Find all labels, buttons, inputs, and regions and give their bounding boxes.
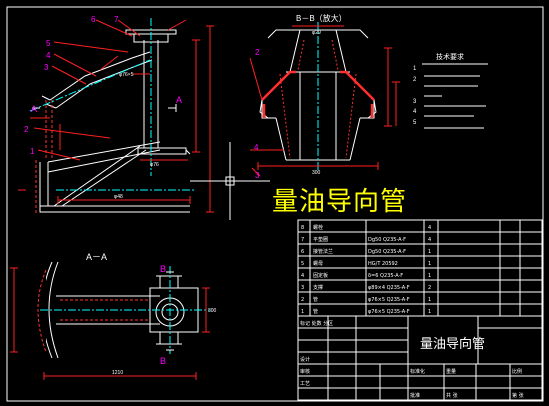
pipe-upper-edge (49, 51, 151, 101)
tech-req-item-5: 5 (413, 120, 417, 126)
tb-label-row-2: 设计 (300, 356, 310, 363)
bom-cell-name: 固定板 (313, 272, 328, 279)
section-callout-4: 4 (254, 143, 259, 152)
dim-section-top: φ29 (312, 30, 321, 36)
weld-left (261, 70, 296, 101)
tech-req-item-2: 2 (413, 77, 417, 83)
tb-cell-total: 共 张 (446, 392, 458, 399)
section-callout-3: 3 (255, 171, 260, 180)
cut-mark-b-bottom: B (160, 356, 166, 366)
dim-front-length: φ48 (114, 194, 123, 200)
bom-cell-no: 8 (301, 225, 304, 231)
section-aa-view (10, 261, 210, 380)
dim-front-top: φ76 (150, 162, 159, 168)
tb-cell-sheet: 第 张 (512, 392, 524, 399)
bom-row: 4 固定板 δ=6 Q235-A·F 1 (298, 267, 542, 279)
bom-cell-name: 支撑 (313, 284, 323, 291)
bom-cell-name: 接管法兰 (313, 248, 333, 255)
dim-section-bottom: 300 (312, 170, 321, 176)
section-bb-view (249, 22, 400, 177)
callout-2: 2 (24, 125, 29, 134)
drawing-frame (6, 6, 544, 402)
crosshair-cursor-icon (190, 142, 270, 220)
tb-label-row-4: 工艺 (300, 381, 310, 387)
bom-cell-spec: Dg50 Q235-A·F (368, 249, 406, 255)
bom-row: 8 螺栓 4 (301, 224, 431, 231)
bom-row: 6 接管法兰 Dg50 Q235-A·F 1 (298, 243, 542, 255)
bom-cell-spec: φ76×5 Q235-A·F (368, 297, 410, 303)
tb-cell-weight: 重量 (446, 368, 456, 375)
bom-row: 7 平垫圈 Dg50 Q235-A·F 4 (298, 231, 542, 243)
callout-1: 1 (30, 147, 35, 156)
tb-cell-scale: 比例 (512, 368, 522, 375)
bom-cell-name: 螺母 (313, 260, 323, 267)
tech-req-item-3: 3 (413, 99, 417, 105)
bom-cell-qty: 1 (428, 309, 431, 315)
bom-cell-qty: 1 (428, 249, 431, 255)
cut-mark-a-right: A (176, 95, 182, 105)
bom-cell-no: 6 (301, 249, 304, 255)
bom-cell-name: 管 (313, 296, 318, 303)
front-centerline-pipe (29, 59, 151, 112)
callout-5: 5 (46, 39, 51, 48)
bom-cell-qty: 1 (428, 261, 431, 267)
section-callout-2: 2 (255, 48, 260, 57)
bom-cell-name: 管 (313, 308, 318, 315)
callout-7: 7 (114, 15, 119, 24)
tb-cell-standard: 标准化 (410, 368, 425, 375)
bom-row: 5 螺母 HG/T 20592 1 (298, 255, 542, 267)
bom-cell-no: 2 (301, 297, 304, 303)
bom-cell-qty: 1 (428, 273, 431, 279)
weld-right (340, 70, 375, 101)
tb-cell-approve: 批准 (410, 392, 420, 399)
pipe-tag: φ76×5 (119, 72, 134, 78)
tech-req-item-4: 4 (413, 109, 417, 115)
bom-rows: 8 螺栓 4 7 平垫圈 Dg50 Q235-A·F 4 6 接管法兰 Dg50 Q235-A·F… (298, 224, 542, 315)
bom-cell-spec: φ89×4 Q235-A·F (368, 285, 410, 291)
bom-cell-qty: 2 (428, 285, 431, 291)
title-block-name: 量油导向管 (420, 336, 485, 352)
bom-cell-name: 平垫圈 (313, 236, 328, 243)
bom-cell-qty: 4 (428, 237, 431, 243)
bom-cell-spec: φ76×5 Q235-A·F (368, 309, 410, 315)
bom-cell-no: 5 (301, 261, 304, 267)
callout-6: 6 (91, 15, 96, 24)
tb-label-row-3: 审核 (300, 368, 310, 375)
bom-cell-spec: Dg50 Q235-A·F (368, 237, 406, 243)
bom-cell-qty: 1 (428, 297, 431, 303)
drawing-main-title: 量油导向管 (272, 187, 408, 217)
bom-row: 3 支撑 φ89×4 Q235-A·F 2 (298, 279, 542, 291)
bom-cell-name: 螺栓 (313, 224, 323, 231)
tech-req-heading: 技术要求 (436, 52, 464, 61)
bom-row: 2 管 φ76×5 Q235-A·F 1 (298, 291, 542, 303)
callout-4: 4 (46, 51, 51, 60)
technical-requirements (422, 63, 488, 129)
dim-aa-right: 300 (208, 308, 217, 314)
callout-3: 3 (44, 63, 49, 72)
cut-mark-b-top: B (160, 264, 166, 274)
section-aa-title: A－A (86, 252, 107, 262)
cut-mark-a-left: A (31, 104, 37, 114)
tech-req-item-1: 1 (413, 66, 417, 72)
bom-cell-qty: 4 (428, 225, 431, 231)
bom-cell-no: 3 (301, 285, 304, 291)
bom-cell-spec: δ=6 Q235-A·F (368, 273, 403, 279)
dim-aa-length: 1210 (112, 370, 123, 376)
section-bb-title: B－B（放大） (296, 13, 347, 23)
bom-cell-no: 4 (301, 273, 304, 279)
bom-cell-no: 7 (301, 237, 304, 243)
tb-label-row-1: 标记 处数 分区 (300, 320, 333, 327)
bom-cell-no: 1 (301, 309, 304, 315)
bom-row: 1 管 φ76×5 Q235-A·F 1 (298, 303, 542, 315)
title-block (297, 315, 543, 401)
bom-cell-spec: HG/T 20592 (368, 261, 398, 267)
